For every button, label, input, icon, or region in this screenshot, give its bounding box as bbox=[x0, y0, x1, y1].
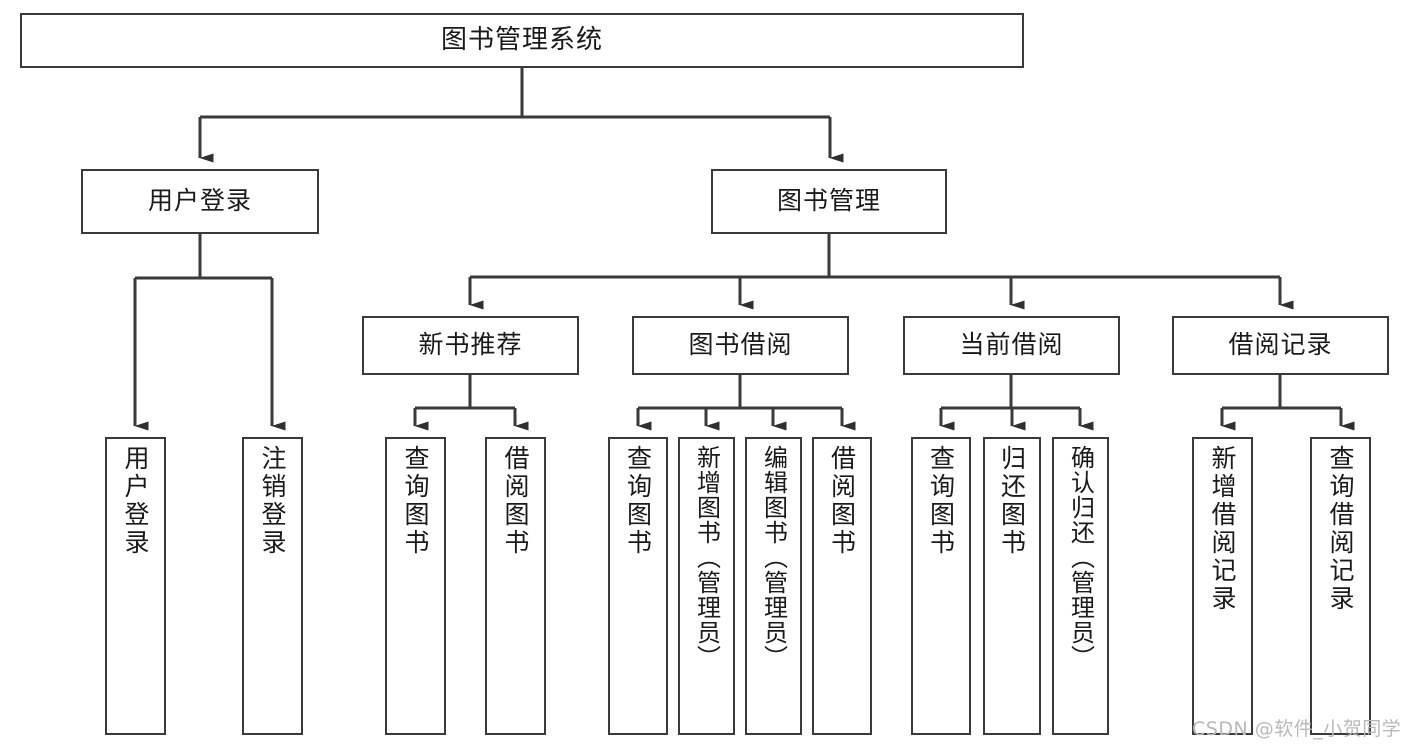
leaf-add-borrow-record[interactable]: 新增借阅记录 bbox=[1192, 437, 1253, 735]
node-book-management[interactable]: 图书管理 bbox=[711, 169, 947, 234]
leaf-confirm-return[interactable]: 确认归还（管理员） bbox=[1052, 437, 1109, 735]
leaf-query-book-current-label: 查询图书 bbox=[926, 445, 956, 557]
leaf-user-login[interactable]: 用户登录 bbox=[105, 437, 166, 735]
node-root-label: 图书管理系统 bbox=[440, 24, 603, 55]
leaf-query-book-current[interactable]: 查询图书 bbox=[911, 437, 971, 735]
node-borrow-records-label: 借阅记录 bbox=[1228, 330, 1333, 360]
leaf-add-book[interactable]: 新增图书（管理员） bbox=[678, 437, 735, 735]
leaf-query-book-recommend-label: 查询图书 bbox=[401, 445, 430, 557]
node-book-borrow[interactable]: 图书借阅 bbox=[632, 316, 849, 375]
node-borrow-records[interactable]: 借阅记录 bbox=[1172, 316, 1389, 375]
leaf-query-book-borrow-label: 查询图书 bbox=[623, 445, 653, 557]
leaf-confirm-return-label: 确认归还（管理员） bbox=[1066, 445, 1095, 670]
leaf-borrow-book[interactable]: 借阅图书 bbox=[812, 437, 872, 735]
leaf-edit-book[interactable]: 编辑图书（管理员） bbox=[745, 437, 802, 735]
node-user-login[interactable]: 用户登录 bbox=[81, 169, 319, 234]
leaf-borrow-book-recommend[interactable]: 借阅图书 bbox=[485, 437, 546, 735]
node-current-borrow-label: 当前借阅 bbox=[959, 330, 1064, 360]
leaf-user-login-label: 用户登录 bbox=[121, 445, 150, 557]
node-book-borrow-label: 图书借阅 bbox=[688, 330, 793, 360]
leaf-return-book-label: 归还图书 bbox=[997, 445, 1027, 557]
node-book-management-label: 图书管理 bbox=[776, 186, 881, 216]
leaf-add-borrow-record-label: 新增借阅记录 bbox=[1208, 445, 1237, 613]
leaf-borrow-book-recommend-label: 借阅图书 bbox=[501, 445, 530, 557]
node-root[interactable]: 图书管理系统 bbox=[20, 13, 1024, 68]
leaf-user-logout-label: 注销登录 bbox=[258, 445, 287, 557]
leaf-user-logout[interactable]: 注销登录 bbox=[242, 437, 303, 735]
leaf-query-book-borrow[interactable]: 查询图书 bbox=[608, 437, 668, 735]
leaf-query-borrow-record[interactable]: 查询借阅记录 bbox=[1310, 437, 1371, 735]
node-new-book-recommend[interactable]: 新书推荐 bbox=[362, 316, 579, 375]
watermark: CSDN @软件_小贺同学 bbox=[1192, 718, 1402, 740]
node-current-borrow[interactable]: 当前借阅 bbox=[903, 316, 1120, 375]
node-new-book-recommend-label: 新书推荐 bbox=[418, 330, 523, 360]
leaf-return-book[interactable]: 归还图书 bbox=[983, 437, 1041, 735]
leaf-add-book-label: 新增图书（管理员） bbox=[692, 445, 721, 670]
leaf-borrow-book-label: 借阅图书 bbox=[827, 445, 857, 557]
leaf-query-borrow-record-label: 查询借阅记录 bbox=[1326, 445, 1355, 613]
node-user-login-label: 用户登录 bbox=[147, 186, 252, 216]
leaf-query-book-recommend[interactable]: 查询图书 bbox=[385, 437, 446, 735]
leaf-edit-book-label: 编辑图书（管理员） bbox=[759, 445, 788, 670]
